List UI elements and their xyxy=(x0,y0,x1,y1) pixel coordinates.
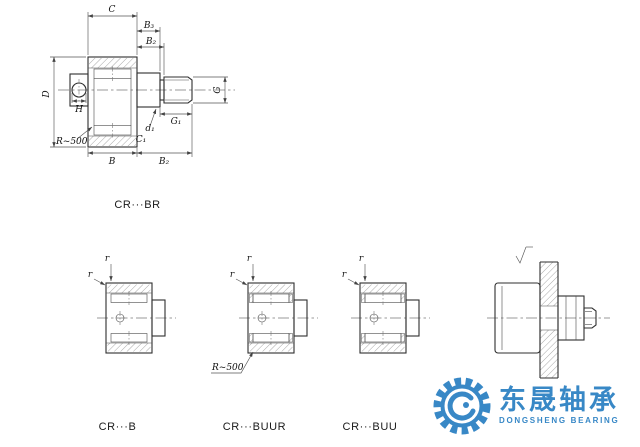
gear-logo-icon xyxy=(433,377,491,435)
main-view-drawing: C B₃ B₂ D H xyxy=(42,5,235,167)
crbuur-view-drawing: r r R~500 xyxy=(211,254,319,374)
dim-label-B3: B₃ xyxy=(143,21,155,31)
dim-label-H: H xyxy=(74,105,83,115)
dim-label-r: r xyxy=(247,254,252,264)
dim-label-B: B xyxy=(108,157,116,167)
dim-label-r: r xyxy=(105,254,110,264)
crbuu-view-drawing: r r xyxy=(342,254,431,354)
caption-cr-b: CR···B xyxy=(98,421,137,433)
surface-finish-icon xyxy=(515,246,533,264)
caption-cr-br: CR···BR xyxy=(114,199,161,211)
dim-label-C1: C₁ xyxy=(136,135,147,145)
dim-label-r: r xyxy=(342,270,347,280)
dim-label-R500: R~500 xyxy=(211,363,244,373)
watermark: 东晟轴承 DONGSHENG BEARING xyxy=(432,376,619,436)
dim-label-B2-bottom: B₂ xyxy=(158,157,170,167)
crb-view-drawing: r r xyxy=(88,254,177,354)
caption-cr-buu: CR···BUU xyxy=(342,421,398,433)
main-view-dimensions: C B₃ B₂ D H xyxy=(42,5,228,167)
mounted-view-drawing xyxy=(487,246,610,379)
dim-label-d1: d₁ xyxy=(145,124,154,134)
dim-label-R500: R~500 xyxy=(55,137,88,147)
dim-label-G1: G₁ xyxy=(171,117,182,127)
dim-label-B2-top: B₂ xyxy=(145,37,157,47)
watermark-chinese-name: 东晟轴承 xyxy=(499,384,619,415)
watermark-text: 东晟轴承 DONGSHENG BEARING xyxy=(499,384,620,426)
dim-label-C: C xyxy=(109,5,116,15)
dim-label-G: G xyxy=(213,86,223,93)
dim-label-r: r xyxy=(88,270,93,280)
dim-label-D: D xyxy=(42,90,52,98)
dim-label-r: r xyxy=(359,254,364,264)
caption-cr-buur: CR···BUUR xyxy=(222,421,287,433)
watermark-english-name: DONGSHENG BEARING xyxy=(499,416,620,426)
main-view-part xyxy=(58,56,235,148)
dim-label-r: r xyxy=(230,270,235,280)
